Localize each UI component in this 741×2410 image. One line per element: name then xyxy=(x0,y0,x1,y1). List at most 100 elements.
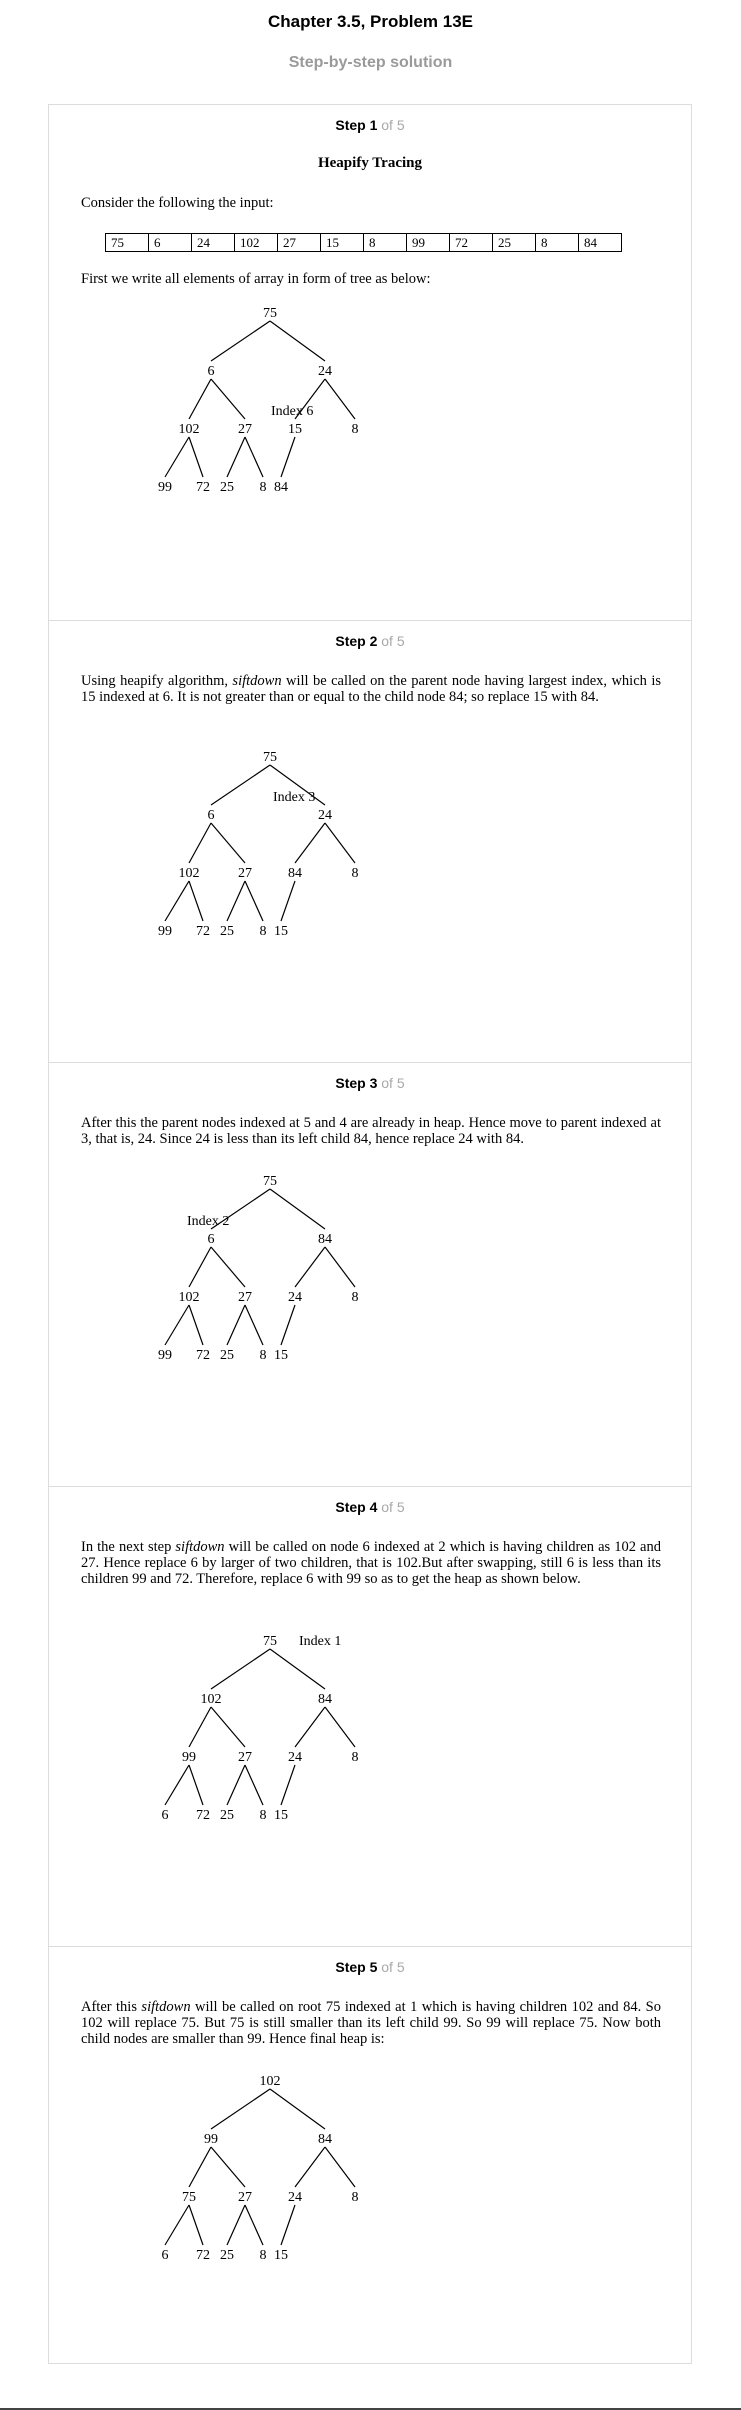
tree-edge xyxy=(294,1706,326,1748)
tree-edge xyxy=(324,2146,356,2188)
tree-node: 99 xyxy=(182,1750,196,1765)
tree-node: 8 xyxy=(260,2248,267,2263)
tree-node: 84 xyxy=(274,480,288,495)
tree-node: 99 xyxy=(158,1348,172,1363)
tree-index-annotation: Index 1 xyxy=(299,1634,341,1649)
array-cell: 102 xyxy=(234,233,278,252)
tree-node: 102 xyxy=(179,422,200,437)
tree-node: 75 xyxy=(182,2190,196,2205)
tree-node: 75 xyxy=(263,1174,277,1189)
tree-node: 25 xyxy=(220,2248,234,2263)
tree-node: 72 xyxy=(196,1348,210,1363)
step-4-header: Step 4 of 5 xyxy=(335,1499,405,1515)
tree-edge xyxy=(324,378,356,420)
step-5-text: After this siftdown will be called on ro… xyxy=(81,1999,661,2047)
array-cell: 8 xyxy=(363,233,407,252)
tree-edge xyxy=(294,1246,326,1288)
array-cell: 27 xyxy=(277,233,321,252)
tree-edge xyxy=(244,436,264,478)
array-cell: 8 xyxy=(535,233,579,252)
step-2-header: Step 2 of 5 xyxy=(335,633,405,649)
tree-node: 75 xyxy=(263,1634,277,1649)
tree-edge xyxy=(269,2088,326,2130)
tree-edge xyxy=(226,2204,246,2246)
tree-node: 15 xyxy=(274,2248,288,2263)
tree-edge xyxy=(210,378,246,420)
tree-edge xyxy=(210,1246,246,1288)
tree-edge xyxy=(188,2204,204,2246)
tree-node: 15 xyxy=(274,1808,288,1823)
tree-edge xyxy=(188,1246,212,1288)
tree-edge xyxy=(164,436,190,478)
tree-node: 8 xyxy=(352,2190,359,2205)
step-5-card: Step 5 of 5 After this siftdown will be … xyxy=(49,1947,691,2365)
tree-node: 72 xyxy=(196,1808,210,1823)
array-cell: 84 xyxy=(578,233,622,252)
tree-node: 8 xyxy=(260,1808,267,1823)
tree-node: 8 xyxy=(260,924,267,939)
tree-node: 24 xyxy=(288,2190,302,2205)
step-1-header: Step 1 of 5 xyxy=(335,117,405,133)
step-1-heading: Heapify Tracing xyxy=(317,155,423,171)
tree-edge xyxy=(188,880,204,922)
step-3-header: Step 3 of 5 xyxy=(335,1075,405,1091)
tree-node: 8 xyxy=(352,422,359,437)
tree-edge xyxy=(164,1304,190,1346)
tree-edge xyxy=(188,1706,212,1748)
tree-edge xyxy=(244,1304,264,1346)
tree-node: 72 xyxy=(196,2248,210,2263)
tree-index-annotation: Index 2 xyxy=(187,1214,229,1229)
tree-node: 84 xyxy=(318,1232,332,1247)
tree-node: 84 xyxy=(288,866,302,881)
step-3-text: After this the parent nodes indexed at 5… xyxy=(81,1115,661,1147)
tree-edge xyxy=(244,2204,264,2246)
tree-node: 6 xyxy=(162,2248,169,2263)
tree-edge xyxy=(226,880,246,922)
tree-node: 102 xyxy=(179,1290,200,1305)
tree-node: 102 xyxy=(179,866,200,881)
tree-node: 27 xyxy=(238,2190,252,2205)
tree-node: 8 xyxy=(352,1290,359,1305)
tree-node: 25 xyxy=(220,924,234,939)
tree-edge xyxy=(210,1706,246,1748)
tree-edge xyxy=(324,822,356,864)
tree-edge xyxy=(188,1764,204,1806)
tree-node: 102 xyxy=(201,1692,222,1707)
array-cell: 25 xyxy=(492,233,536,252)
array-cell: 72 xyxy=(449,233,493,252)
step-1-card: Step 1 of 5 Heapify Tracing Consider the… xyxy=(49,105,691,621)
tree-edge xyxy=(188,436,204,478)
tree-edge xyxy=(280,1304,296,1346)
page-title: Chapter 3.5, Problem 13E xyxy=(267,12,474,31)
tree-edge xyxy=(210,764,271,806)
solution-card: Step 1 of 5 Heapify Tracing Consider the… xyxy=(48,104,692,2364)
tree-edge xyxy=(269,1648,326,1690)
tree-edge xyxy=(164,880,190,922)
tree-edge xyxy=(324,1706,356,1748)
tree-edge xyxy=(164,2204,190,2246)
tree-node: 27 xyxy=(238,1290,252,1305)
tree-node: 24 xyxy=(288,1750,302,1765)
page-subtitle: Step-by-step solution xyxy=(288,54,453,71)
tree-edge xyxy=(294,378,326,420)
tree-node: 6 xyxy=(162,1808,169,1823)
tree-edge xyxy=(210,1648,271,1690)
tree-edge xyxy=(226,1304,246,1346)
tree-edge xyxy=(294,822,326,864)
tree-edge xyxy=(280,436,296,478)
array-cell: 24 xyxy=(191,233,235,252)
tree-node: 75 xyxy=(263,750,277,765)
tree-node: 24 xyxy=(288,1290,302,1305)
tree-edge xyxy=(324,1246,356,1288)
tree-node: 27 xyxy=(238,422,252,437)
step-4-text: In the next step siftdown will be called… xyxy=(81,1539,661,1587)
tree-node: 75 xyxy=(263,306,277,321)
tree-node: 24 xyxy=(318,364,332,379)
tree-edge xyxy=(188,2146,212,2188)
tree-edge xyxy=(188,1304,204,1346)
tree-edge xyxy=(244,1764,264,1806)
